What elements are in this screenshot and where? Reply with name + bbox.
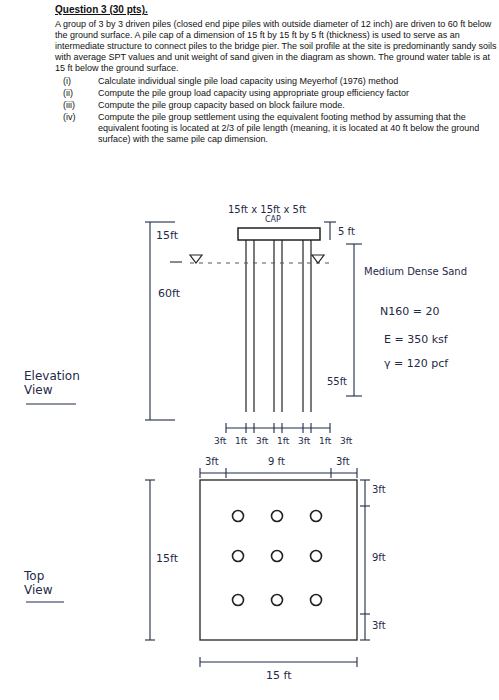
pile-length: 60ft (158, 288, 180, 301)
dimension-label: 15ft (156, 553, 178, 566)
dimension-label: 3ft (336, 456, 350, 468)
water-symbol (312, 255, 324, 263)
dimension-label: 1ft (319, 436, 331, 446)
dimension-label: 1ft (277, 436, 289, 446)
dimension-label: 1ft (235, 436, 247, 446)
dimension-label: 9 ft (268, 456, 285, 468)
dimension-label: 3ft (214, 436, 226, 446)
pile-cap (238, 228, 320, 240)
pile-plan (233, 511, 322, 606)
soil-name: Medium Dense Sand (364, 266, 467, 278)
question-title: Question 3 (30 pts). (55, 4, 148, 15)
dimension-label: 15 ft (266, 670, 292, 683)
dimension-line (329, 222, 330, 240)
unit-weight: γ = 120 pcf (384, 358, 448, 371)
dimension-label: 9ft (372, 552, 386, 564)
dimension-line (226, 427, 330, 428)
item-number: (ii) (63, 88, 73, 99)
soil-modulus: E = 350 ksf (384, 334, 448, 347)
dimension-label: 3ft (372, 484, 386, 496)
dimension-label: 3ft (372, 620, 386, 632)
water-depth: 15ft (156, 230, 178, 243)
cap-dimension: 15ft x 15ft x 5ft (228, 204, 306, 216)
dimension-label: 3ft (340, 436, 352, 446)
item-number: (iv) (63, 112, 76, 123)
cap-label: CAP (265, 215, 281, 224)
dimension-line (364, 480, 365, 640)
item-number: (iii) (63, 100, 75, 111)
item-number: (i) (63, 76, 71, 87)
dimension-line (149, 222, 150, 420)
layer-thickness: 55ft (327, 376, 347, 388)
view-title: Top View (24, 570, 68, 598)
dimension-line (200, 472, 357, 473)
task-text: Compute the pile group capacity based on… (98, 100, 496, 111)
task-text: Compute the pile group load capacity usi… (98, 88, 496, 99)
view-title: Elevation View (24, 370, 84, 398)
water-table (190, 262, 330, 263)
cap-thickness: 5 ft (338, 226, 355, 238)
water-symbol (190, 255, 202, 263)
task-text: Compute the pile group settlement using … (98, 112, 496, 145)
problem-statement: A group of 3 by 3 driven piles (closed e… (55, 19, 497, 74)
piles (246, 240, 311, 412)
spt-value: N160 = 20 (380, 306, 439, 319)
dimension-line (200, 661, 357, 662)
dimension-label: 3ft (298, 436, 310, 446)
cap-plan (200, 480, 357, 640)
dimension-label: 3ft (205, 456, 219, 468)
dimension-line (149, 480, 150, 640)
task-text: Calculate individual single pile load ca… (98, 76, 496, 87)
dimension-label: 3ft (256, 436, 268, 446)
dimension-line (353, 244, 354, 396)
